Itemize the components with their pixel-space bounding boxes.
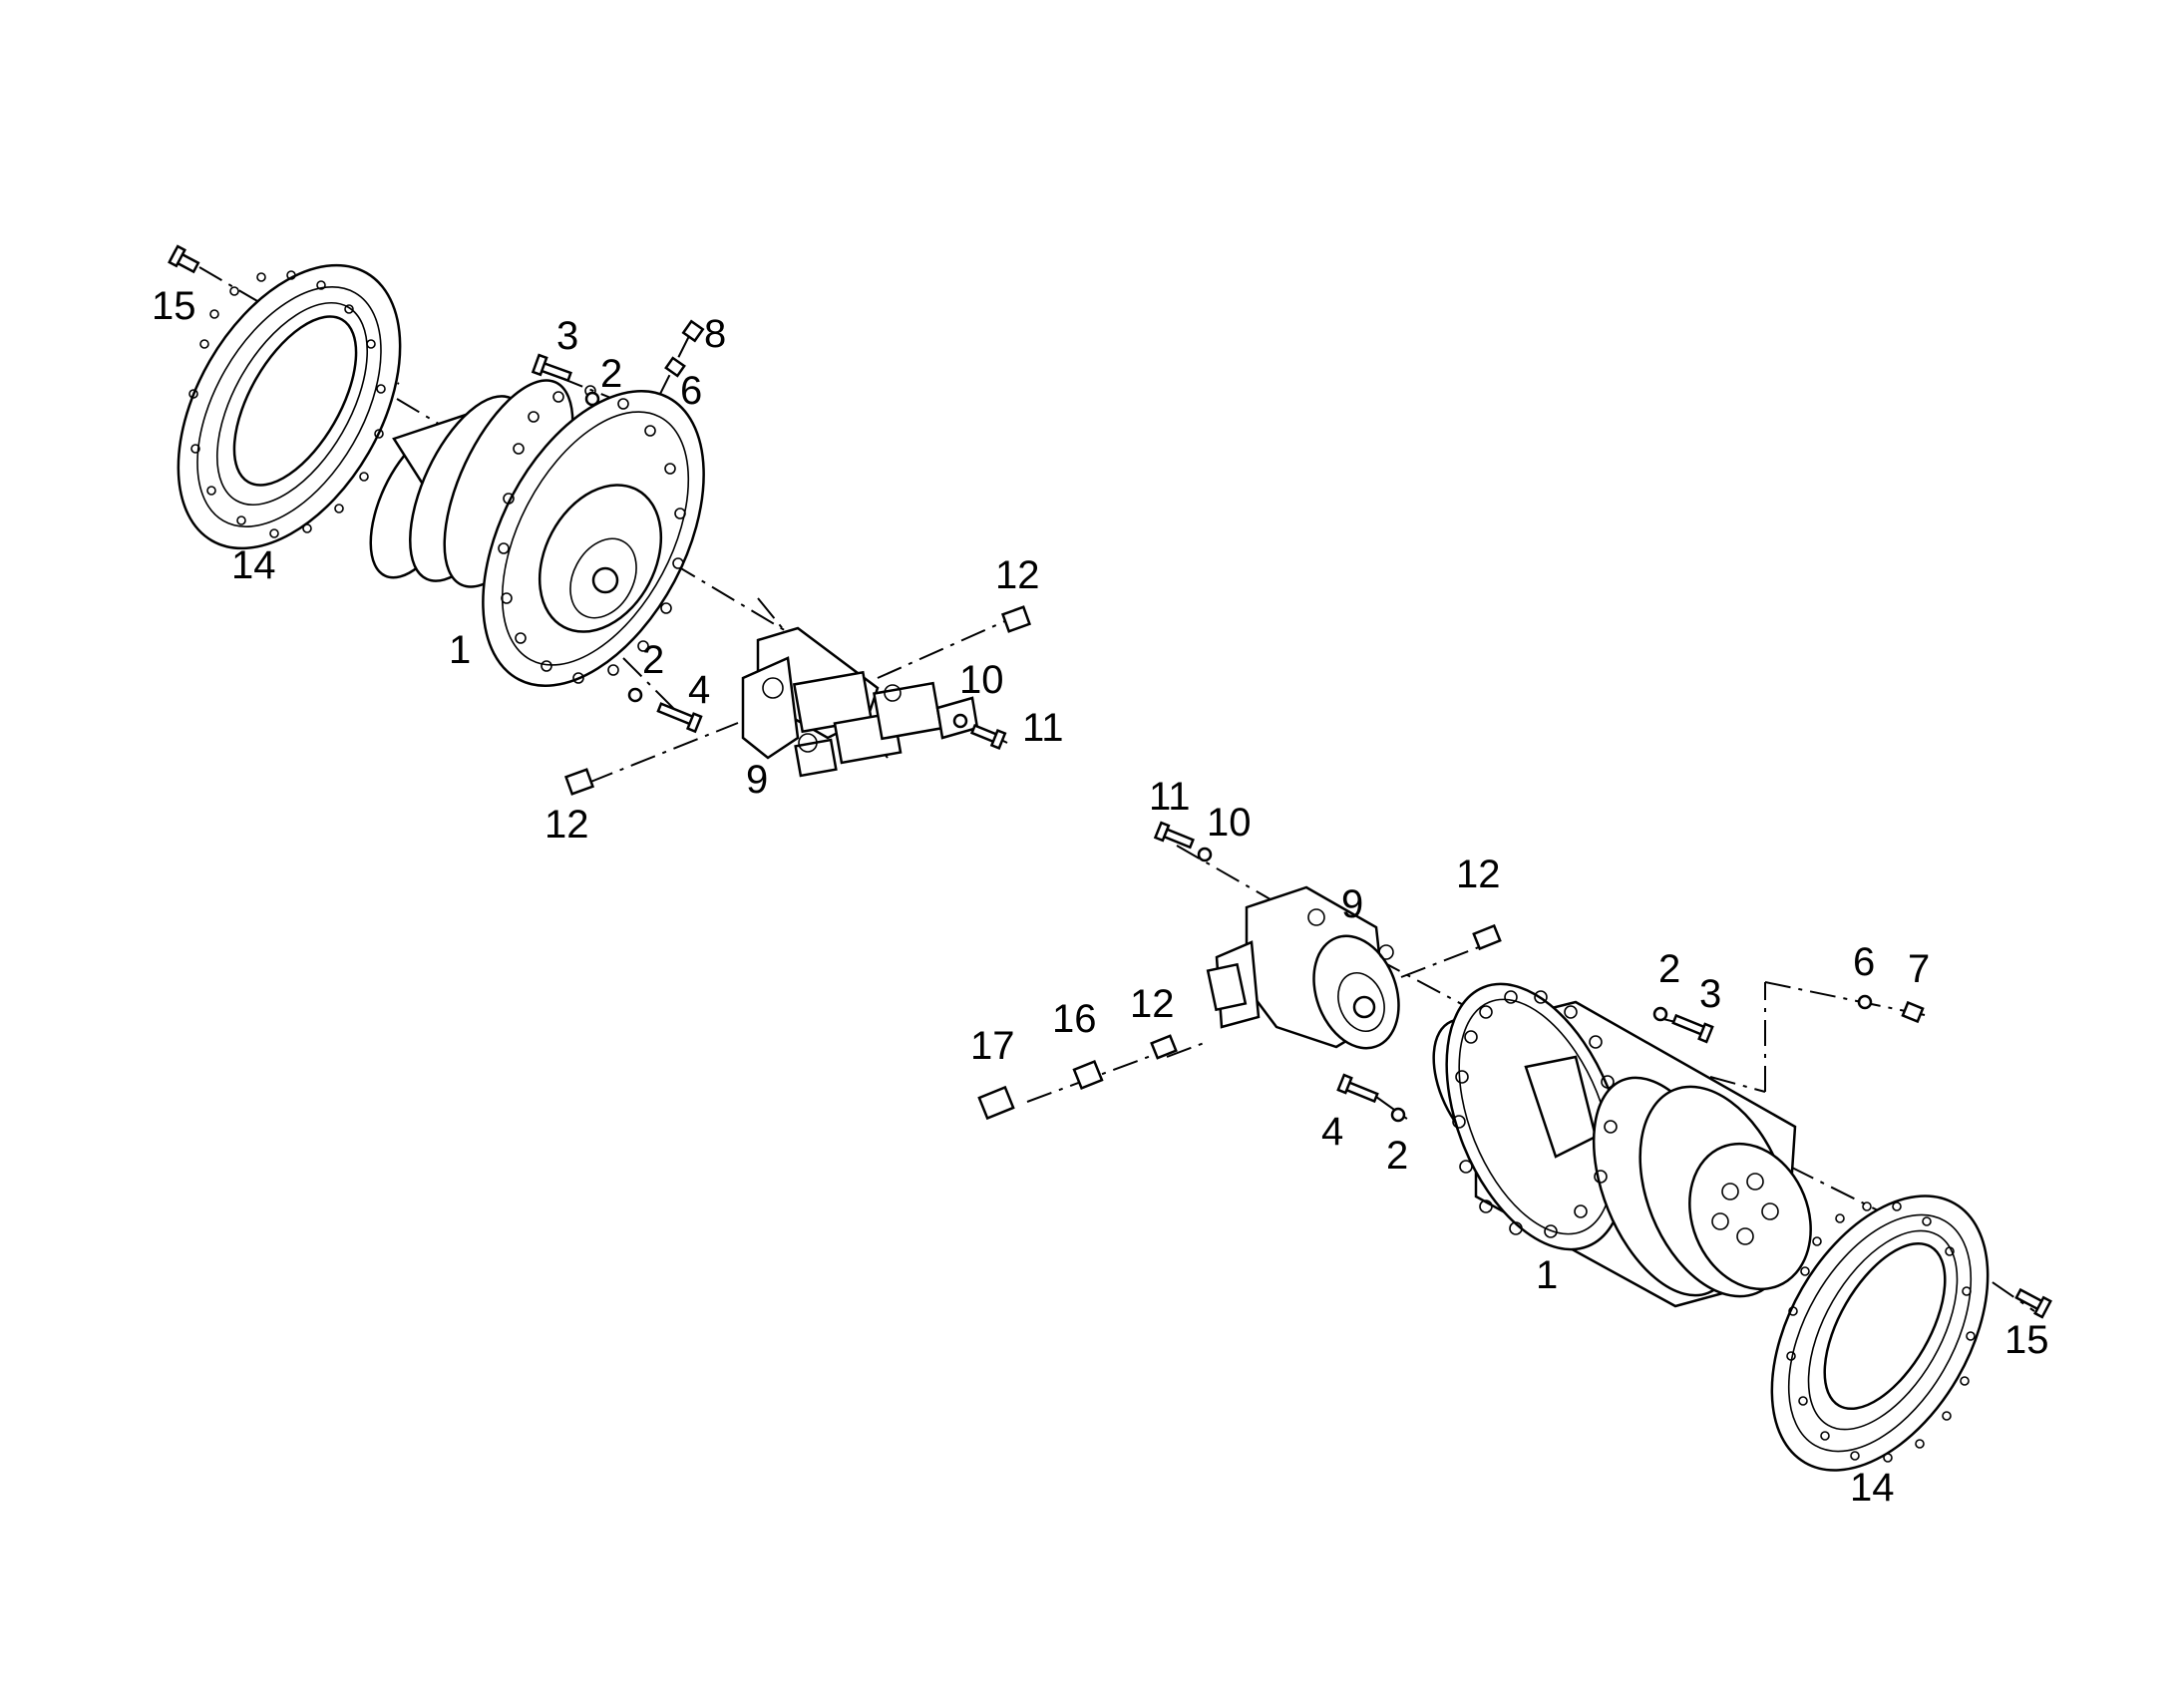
washer-10-upper <box>952 713 968 729</box>
callout-11: 11 <box>1022 706 1064 750</box>
seal-6-top <box>664 356 686 378</box>
callout-2: 2 <box>1386 1134 1408 1178</box>
callout-11: 11 <box>1149 775 1191 819</box>
final-drive-gearbox <box>369 379 705 687</box>
callout-2: 2 <box>1658 947 1680 991</box>
callout-12: 12 <box>1130 982 1175 1026</box>
final-drive-gearbox-lower <box>1432 982 1812 1308</box>
callout-10: 10 <box>1207 801 1252 845</box>
flange-bolt <box>168 244 200 274</box>
washer-2-lower-bottom <box>1390 1107 1406 1123</box>
upper-assembly: 15 14 3 2 8 6 1 2 4 12 10 11 9 12 <box>152 244 1064 847</box>
callout-1: 1 <box>1536 1253 1558 1297</box>
fitting-12-upper-right <box>1000 605 1032 633</box>
callout-15: 15 <box>2004 1318 2049 1362</box>
callout-17: 17 <box>970 1024 1015 1068</box>
plug-7 <box>1901 1000 1925 1024</box>
callout-3: 3 <box>556 314 578 358</box>
washer-2-bottom <box>627 687 643 703</box>
callout-6: 6 <box>680 369 702 413</box>
callout-4: 4 <box>1321 1110 1343 1154</box>
fitting-12-upper-left <box>563 768 595 796</box>
callout-3: 3 <box>1699 972 1721 1016</box>
callout-14: 14 <box>1850 1466 1895 1510</box>
callout-10: 10 <box>959 658 1004 702</box>
callout-12: 12 <box>995 553 1040 597</box>
bolt-11-lower <box>1153 821 1195 850</box>
fitting-12-lower-left <box>1150 1034 1178 1060</box>
callout-15: 15 <box>152 284 196 328</box>
callout-12: 12 <box>1456 853 1501 896</box>
callout-2: 2 <box>600 352 622 396</box>
callout-16: 16 <box>1052 997 1097 1041</box>
flange-bolt-lower <box>2014 1287 2052 1319</box>
lower-assembly: 11 10 9 12 2 3 6 7 17 16 12 4 2 1 15 14 <box>970 775 2052 1510</box>
callout-4: 4 <box>688 668 710 712</box>
fitting-12-lower-right <box>1472 923 1502 951</box>
washer-2-lower-top <box>1652 1006 1668 1022</box>
callout-12: 12 <box>545 803 589 847</box>
callout-2: 2 <box>642 638 664 682</box>
callout-1: 1 <box>449 628 471 672</box>
hydraulic-motor-lower <box>1206 885 1400 1050</box>
cap-17 <box>977 1085 1015 1121</box>
callout-7: 7 <box>1908 947 1930 991</box>
lower-callouts: 11 10 9 12 2 3 6 7 17 16 12 4 2 1 15 14 <box>970 775 2049 1510</box>
washer-10-lower <box>1197 847 1213 862</box>
upper-bolt-4 <box>656 702 703 734</box>
bolt-11-upper <box>969 724 1007 751</box>
plug-8 <box>681 319 705 343</box>
upper-bolt-3 <box>531 353 572 383</box>
seal-6-lower <box>1857 994 1873 1010</box>
callout-9: 9 <box>746 758 768 802</box>
adapter-16 <box>1072 1059 1104 1091</box>
lower-bolt-3 <box>1671 1013 1714 1044</box>
callout-8: 8 <box>704 312 726 356</box>
hydraulic-motor <box>741 626 979 778</box>
washer-2-top <box>584 391 600 407</box>
callout-6: 6 <box>1853 940 1875 984</box>
callout-14: 14 <box>231 543 276 587</box>
lower-bolt-4 <box>1336 1073 1379 1104</box>
callout-9: 9 <box>1341 882 1363 926</box>
mounting-flange-ring <box>177 263 402 550</box>
upper-callouts: 15 14 3 2 8 6 1 2 4 12 10 11 9 12 <box>152 284 1064 847</box>
mounting-flange-ring-lower <box>1770 1195 1990 1472</box>
